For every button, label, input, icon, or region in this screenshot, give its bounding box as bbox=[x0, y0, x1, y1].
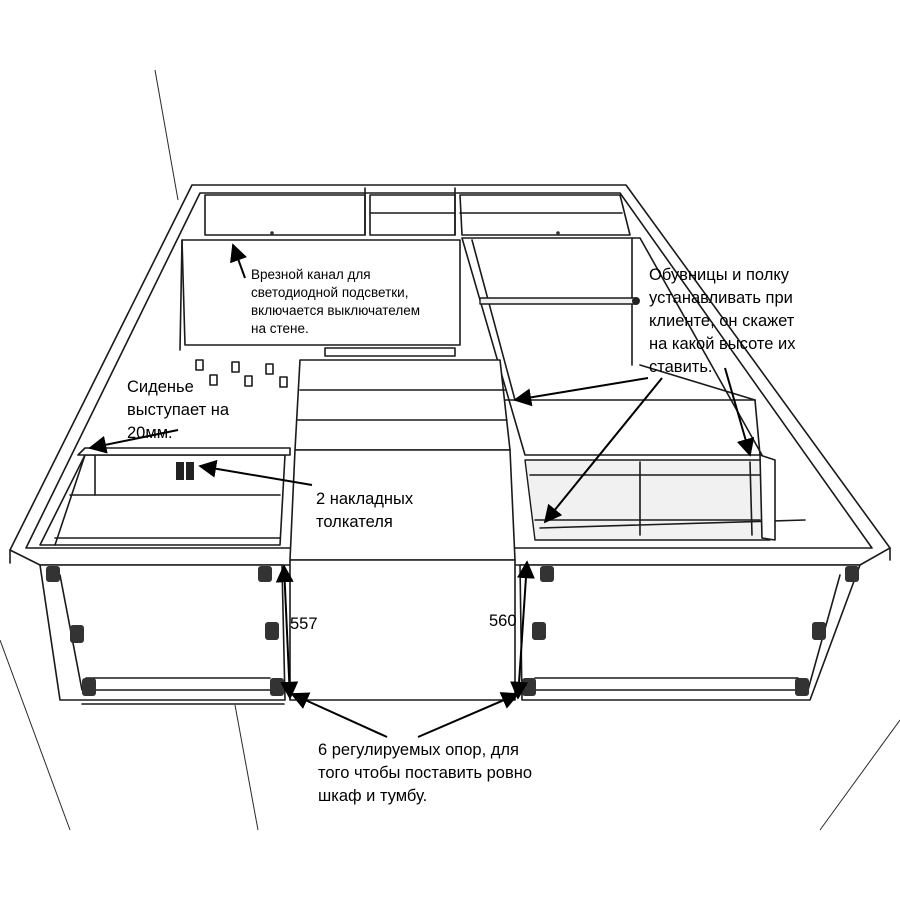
push-latches bbox=[176, 462, 194, 480]
room-walls bbox=[0, 69, 900, 831]
push-latches-note: 2 накладных толкателя bbox=[316, 490, 414, 531]
shoe-rack bbox=[524, 454, 806, 541]
wall-hooks bbox=[195, 359, 288, 388]
seat-note: Сиденье выступает на 20мм. bbox=[127, 378, 230, 442]
annotation-arrows bbox=[88, 243, 755, 738]
left-dimension-label: 557 bbox=[290, 615, 318, 633]
adjustable-supports-note: 6 регулируемых опор, для того чтобы пост… bbox=[318, 741, 533, 805]
right-base bbox=[519, 564, 861, 701]
center-bench bbox=[289, 347, 516, 701]
center-back-panel bbox=[179, 231, 560, 351]
left-base bbox=[39, 564, 286, 705]
dimension-lines bbox=[275, 560, 535, 700]
shoe-rack-note: Обувницы и полку устанавливать при клиен… bbox=[649, 266, 796, 376]
left-cabinet-seat bbox=[39, 447, 291, 546]
back-wall-compartments bbox=[204, 187, 631, 236]
adjustable-feet bbox=[46, 566, 859, 696]
right-dimension-label: 560 bbox=[489, 612, 517, 630]
led-channel-note: Врезной канал для светодиодной подсветки… bbox=[251, 267, 421, 336]
